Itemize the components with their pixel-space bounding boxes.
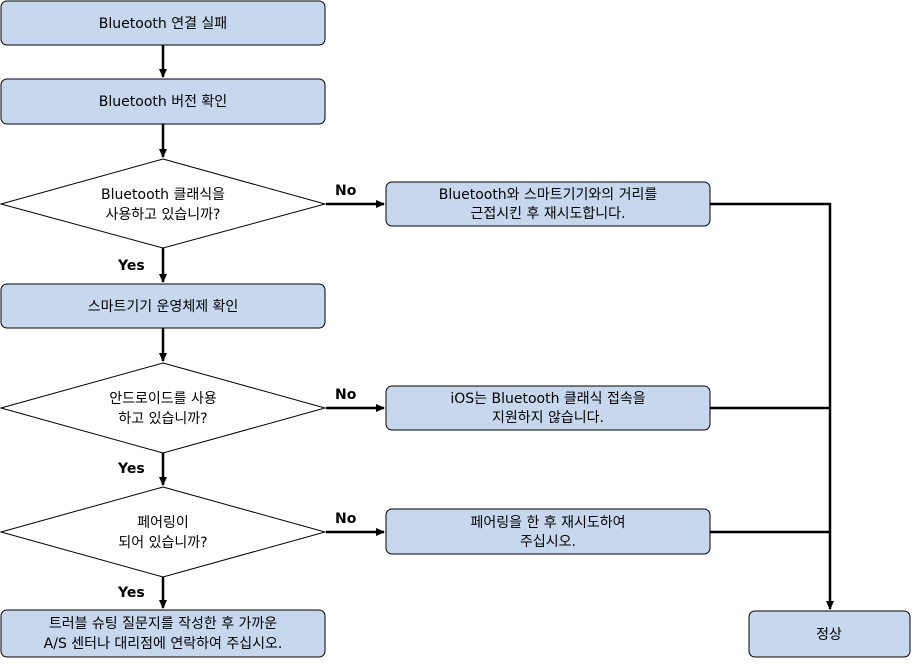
- label-paired-yes: Yes: [117, 585, 145, 601]
- node-paired-no-action: 페어링을 한 후 재시도하여 주십시오.: [385, 508, 711, 555]
- node-check-os-text: 스마트기기 운영체제 확인: [88, 299, 239, 315]
- node-end-trouble: 트러블 슈팅 질문지를 작성한 후 가까운 A/S 센터나 대리점에 연락하여 …: [0, 609, 326, 658]
- node-android-no-line2: 지원하지 않습니다.: [492, 410, 604, 426]
- decision-android-line2: 하고 있습니까?: [118, 411, 207, 427]
- node-end-trouble-line1: 트러블 슈팅 질문지를 작성한 후 가까운: [49, 616, 277, 632]
- node-start: Bluetooth 연결 실패: [0, 0, 326, 46]
- label-classic-no: No: [335, 183, 357, 199]
- node-paired-no-line2: 주십시오.: [520, 534, 576, 550]
- label-classic-yes: Yes: [117, 258, 145, 274]
- node-check-version-text: Bluetooth 버전 확인: [99, 94, 227, 110]
- decision-paired-line2: 되어 있습니까?: [118, 535, 207, 551]
- node-check-version: Bluetooth 버전 확인: [0, 78, 326, 125]
- decision-classic-line1: Bluetooth 클래식을: [101, 187, 225, 203]
- node-paired-no-line1: 페어링을 한 후 재시도하여: [470, 515, 625, 531]
- node-android-no-action: iOS는 Bluetooth 클래식 접속을 지원하지 않습니다.: [385, 385, 711, 431]
- node-classic-no-action: Bluetooth와 스마트기기와의 거리를 근접시킨 후 재시도합니다.: [385, 181, 711, 227]
- decision-paired: 페어링이 되어 있습니까?: [0, 486, 327, 578]
- node-start-text: Bluetooth 연결 실패: [99, 16, 227, 32]
- label-android-yes: Yes: [117, 461, 145, 477]
- decision-classic: Bluetooth 클래식을 사용하고 있습니까?: [0, 158, 327, 249]
- edge-classic-no-to-normal: [710, 202, 834, 610]
- node-android-no-line1: iOS는 Bluetooth 클래식 접속을: [450, 391, 645, 407]
- node-classic-no-line1: Bluetooth와 스마트기기와의 거리를: [439, 187, 658, 203]
- node-check-os: 스마트기기 운영체제 확인: [0, 283, 326, 329]
- decision-classic-line2: 사용하고 있습니까?: [106, 207, 221, 223]
- decision-android-line1: 안드로이드를 사용: [109, 391, 217, 407]
- node-classic-no-line2: 근접시킨 후 재시도합니다.: [470, 206, 625, 222]
- decision-android: 안드로이드를 사용 하고 있습니까?: [0, 362, 327, 454]
- label-paired-no: No: [335, 511, 357, 527]
- node-end-normal: 정상: [748, 610, 911, 658]
- connectors: [159, 45, 834, 610]
- edge-labels: No Yes No Yes No Yes: [117, 183, 357, 601]
- label-android-no: No: [335, 387, 357, 403]
- node-end-normal-text: 정상: [816, 627, 842, 643]
- decision-paired-line1: 페어링이: [137, 515, 189, 531]
- node-end-trouble-line2: A/S 센터나 대리점에 연락하여 주십시오.: [44, 636, 283, 652]
